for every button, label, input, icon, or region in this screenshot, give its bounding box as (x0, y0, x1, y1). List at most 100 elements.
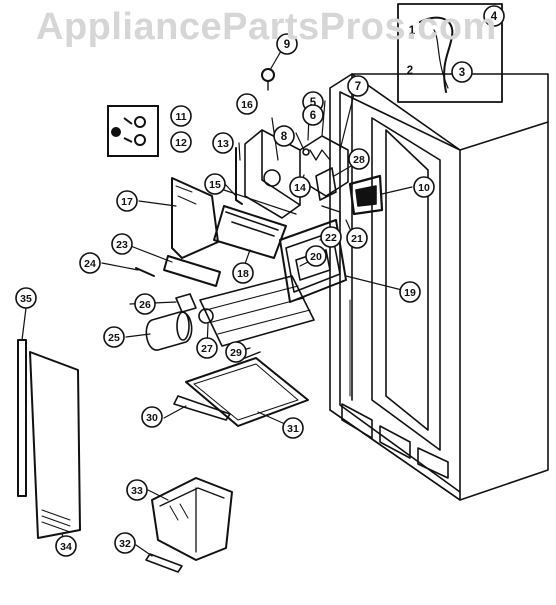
callout-circle (204, 173, 226, 195)
callout-circle (55, 535, 77, 557)
callout-number: 18 (237, 268, 249, 280)
callout-number: 19 (404, 287, 416, 299)
callout-number: 29 (230, 347, 242, 359)
valve-detail-box (107, 105, 159, 157)
callout-15: 15 (204, 173, 226, 195)
callout-23: 23 (111, 233, 133, 255)
callout-34: 34 (55, 535, 77, 557)
callout-number: 31 (287, 423, 299, 435)
callout-circle (483, 5, 505, 27)
callout-circle (116, 190, 138, 212)
callout-3: 3 (451, 61, 473, 83)
callout-24: 24 (79, 252, 101, 274)
callout-number: 11 (175, 111, 186, 123)
callout-number: 13 (217, 138, 229, 150)
callout-27: 27 (196, 337, 218, 359)
callout-number: 5 (310, 97, 317, 109)
callout-31: 31 (282, 417, 304, 439)
callout-17: 17 (116, 190, 138, 212)
callout-1: 1 (409, 25, 416, 37)
callout-circle (302, 104, 324, 126)
callout-29: 29 (225, 341, 247, 363)
callout-circle (413, 176, 435, 198)
callout-number: 22 (325, 232, 337, 244)
callout-13: 13 (212, 132, 234, 154)
tube-cylinder (145, 311, 193, 351)
callout-circle (134, 293, 156, 315)
leader-lines (21, 45, 413, 557)
callout-number: 20 (310, 251, 322, 263)
callout-number: 12 (175, 137, 187, 149)
callout-number: 4 (491, 11, 498, 23)
callout-circle (114, 532, 136, 554)
callout-32: 32 (114, 532, 136, 554)
side-panel (29, 351, 81, 539)
callout-18: 18 (232, 262, 254, 284)
callout-circle (126, 479, 148, 501)
callout-19: 19 (399, 281, 421, 303)
callout-11: 11 (170, 105, 192, 127)
callout-circle (346, 227, 368, 249)
inset-detail-box (397, 3, 503, 103)
callout-number: 24 (84, 258, 96, 270)
trim-strip (17, 339, 27, 497)
callout-circle (103, 326, 125, 348)
callout-7: 7 (347, 75, 369, 97)
callout-number: 34 (60, 541, 72, 553)
callout-28: 28 (348, 148, 370, 170)
dispenser-housing (211, 185, 297, 259)
callout-number: 17 (121, 196, 133, 208)
callout-circle (236, 93, 258, 115)
callout-number: 3 (459, 67, 465, 79)
callout-4: 4 (483, 5, 505, 27)
callout-circle (212, 132, 234, 154)
callout-30: 30 (141, 406, 163, 428)
callout-9: 9 (276, 33, 298, 55)
callout-circle (276, 33, 298, 55)
callout-circle (111, 233, 133, 255)
callout-circle (305, 245, 327, 267)
callout-circle (348, 148, 370, 170)
callout-number: 27 (201, 343, 213, 355)
callout-14: 14 (289, 176, 311, 198)
callout-circle (451, 61, 473, 83)
callout-number: 32 (119, 538, 131, 550)
callout-number: 6 (310, 110, 316, 122)
callout-number: 10 (418, 182, 430, 194)
dispenser-cover-panel (171, 177, 219, 259)
refrigerator-cabinet (329, 73, 549, 501)
callout-number: 30 (146, 412, 158, 424)
callout-circle (79, 252, 101, 274)
dispenser-housing-top (235, 68, 349, 219)
callout-number: 23 (116, 239, 128, 251)
callout-33: 33 (126, 479, 148, 501)
callout-circle (273, 125, 295, 147)
callout-number: 8 (281, 131, 288, 143)
callout-number: 16 (241, 99, 253, 111)
callout-number: 2 (407, 65, 413, 77)
callout-16: 16 (236, 93, 258, 115)
callout-number: 33 (131, 485, 143, 497)
callout-number: 26 (139, 299, 151, 311)
callout-number: 15 (209, 179, 221, 191)
callout-10: 10 (413, 176, 435, 198)
callout-2: 2 (407, 65, 413, 77)
drip-tray (173, 357, 309, 427)
callout-circle (289, 176, 311, 198)
ice-chute (348, 174, 384, 216)
callout-12: 12 (170, 131, 192, 153)
callout-35: 35 (15, 287, 37, 309)
callout-circle (141, 406, 163, 428)
callout-circle (320, 226, 342, 248)
callout-25: 25 (103, 326, 125, 348)
callout-number: 28 (353, 154, 365, 166)
callout-number: 7 (355, 81, 361, 93)
callout-number: 9 (284, 39, 290, 51)
water-valve (175, 293, 214, 324)
mounting-plate (135, 255, 221, 287)
callout-8: 8 (273, 125, 295, 147)
ice-bucket (151, 477, 233, 561)
callout-6: 6 (302, 104, 324, 126)
